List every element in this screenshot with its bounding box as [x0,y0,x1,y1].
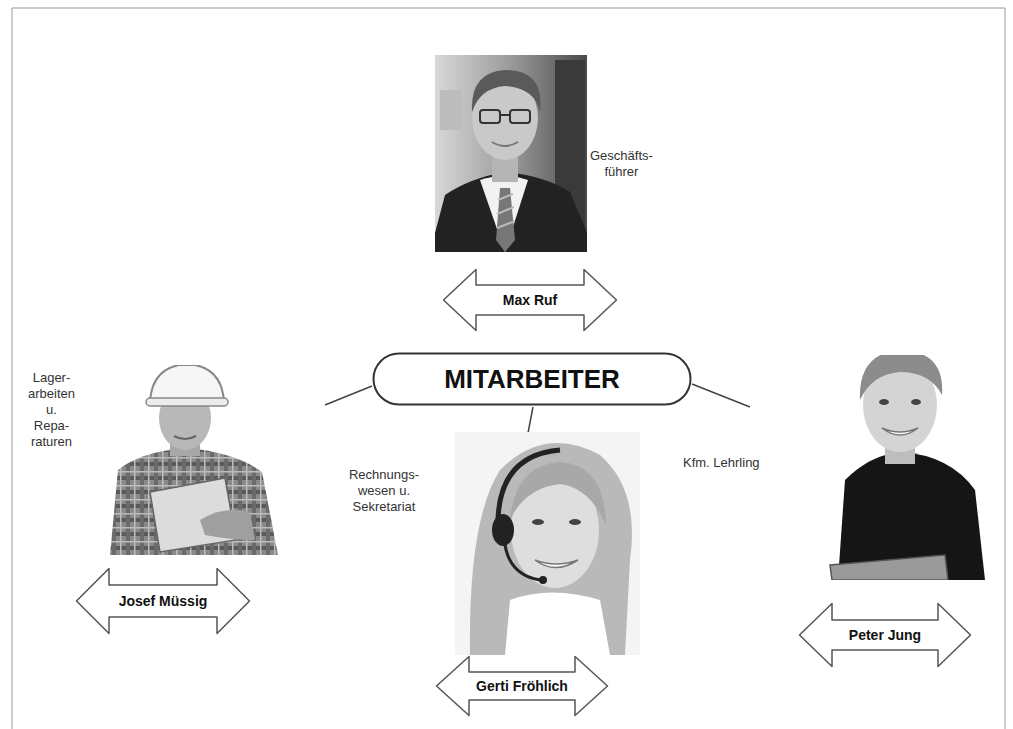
illustration-part [480,176,528,252]
illustration-part [174,436,196,439]
illustration-part [12,8,1005,9]
name-arrow: Peter Jung [798,602,972,668]
illustration-part [105,365,280,555]
illustration-part [455,432,640,655]
illustration-part [535,560,578,568]
role-label: Lager- arbeiten u. Repa- raturen [28,370,75,450]
illustration-part [879,399,889,405]
illustration-part [150,365,224,402]
illustration-part [492,514,514,546]
center-ellipse: MITARBEITER [372,352,692,406]
illustration-part [440,90,462,130]
node-text: Josef Müssig [75,593,251,610]
illustration-part [1005,8,1006,729]
role-label: Kfm. Lehrling [683,455,760,471]
illustration-part [510,462,606,525]
illustration-part [532,519,544,525]
apprentice-photo [795,355,990,580]
manager-photo [435,55,587,252]
illustration-part [498,450,560,520]
illustration-part [911,399,921,405]
illustration-part [528,407,533,433]
illustration-part [200,510,255,540]
illustration-part [470,443,632,655]
illustration-part [325,386,372,405]
illustration-part [882,428,918,435]
illustration-part [879,399,921,405]
illustration-part [480,110,500,123]
illustration-part [496,188,515,252]
illustration-part [532,519,581,525]
name-arrow: Max Ruf [442,268,618,332]
name-arrow: Gerti Fröhlich [435,655,609,717]
illustration-part [497,194,515,228]
illustration-part [505,593,610,656]
illustration-part [692,384,750,407]
illustration-part [492,142,518,146]
illustration-part [505,545,540,580]
illustration-part [12,8,13,729]
role-label: Rechnungs- wesen u. Sekretariat [336,467,432,515]
illustration-part [110,448,278,555]
node-text: MITARBEITER [372,364,692,395]
page-frame [12,8,1005,729]
illustration-part [539,576,547,584]
node-text: Peter Jung [798,627,972,644]
name-arrow: Josef Müssig [75,567,251,635]
illustration-part [480,110,530,123]
illustration-part [472,70,541,112]
role-label: Geschäfts- führer [590,148,653,180]
illustration-part [860,355,942,400]
illustration-part [569,519,581,525]
worker-photo [105,365,280,555]
illustration-part [435,172,587,252]
illustration-part [830,555,948,580]
node-text: Gerti Fröhlich [435,678,609,695]
secretary-photo [455,432,640,655]
illustration-part [146,398,228,406]
illustration-part [510,110,530,123]
node-text: Max Ruf [442,292,618,309]
illustration-part [500,114,510,116]
illustration-part [795,355,990,580]
